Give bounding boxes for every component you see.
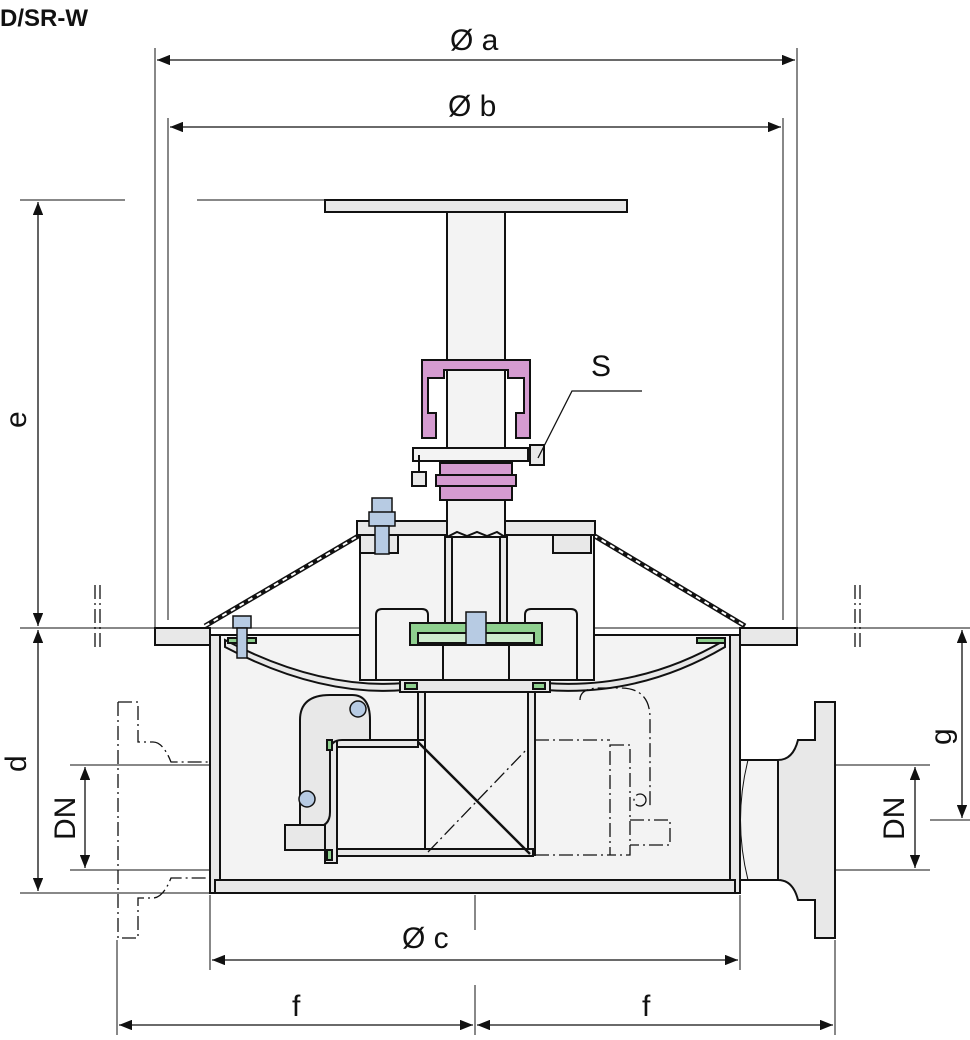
label-d: d [0,755,33,772]
label-f-right: f [642,990,651,1023]
label-dia-b: Ø b [448,90,496,123]
label-dn-right: DN [878,797,911,840]
stem-clamp [411,359,545,501]
dimension-g: g [925,630,970,821]
bolt-upper [368,497,396,555]
callout-s: S [537,350,642,459]
label-dn-left: DN [49,797,82,840]
label-f-left: f [292,990,301,1023]
s-switch [529,444,545,466]
dimension-e: e [0,199,325,626]
label-g: g [925,728,958,745]
dimension-dn-right: DN [780,764,930,871]
dimension-dia-a: Ø a [154,24,798,628]
dimension-dia-b: Ø b [167,90,784,620]
seal-disc [409,611,543,684]
dimension-dn-left: DN [49,764,215,871]
label-dia-c: Ø c [402,922,449,955]
outlet-elbow [284,679,610,864]
cone-hood [203,532,747,629]
right-flange [737,701,836,939]
label-dia-a: Ø a [450,24,499,57]
dimension-d: d [0,630,215,894]
label-e: e [0,411,33,428]
elbow-phantom-position [535,687,671,856]
bolt-lower [232,615,252,659]
dimension-dia-c: Ø c [209,895,741,970]
left-flange-phantom [117,701,211,939]
upper-housing [356,520,596,681]
drawing-title: D/SR-W [0,5,88,32]
dimension-f: f f [116,940,836,1035]
label-s: S [591,350,611,383]
